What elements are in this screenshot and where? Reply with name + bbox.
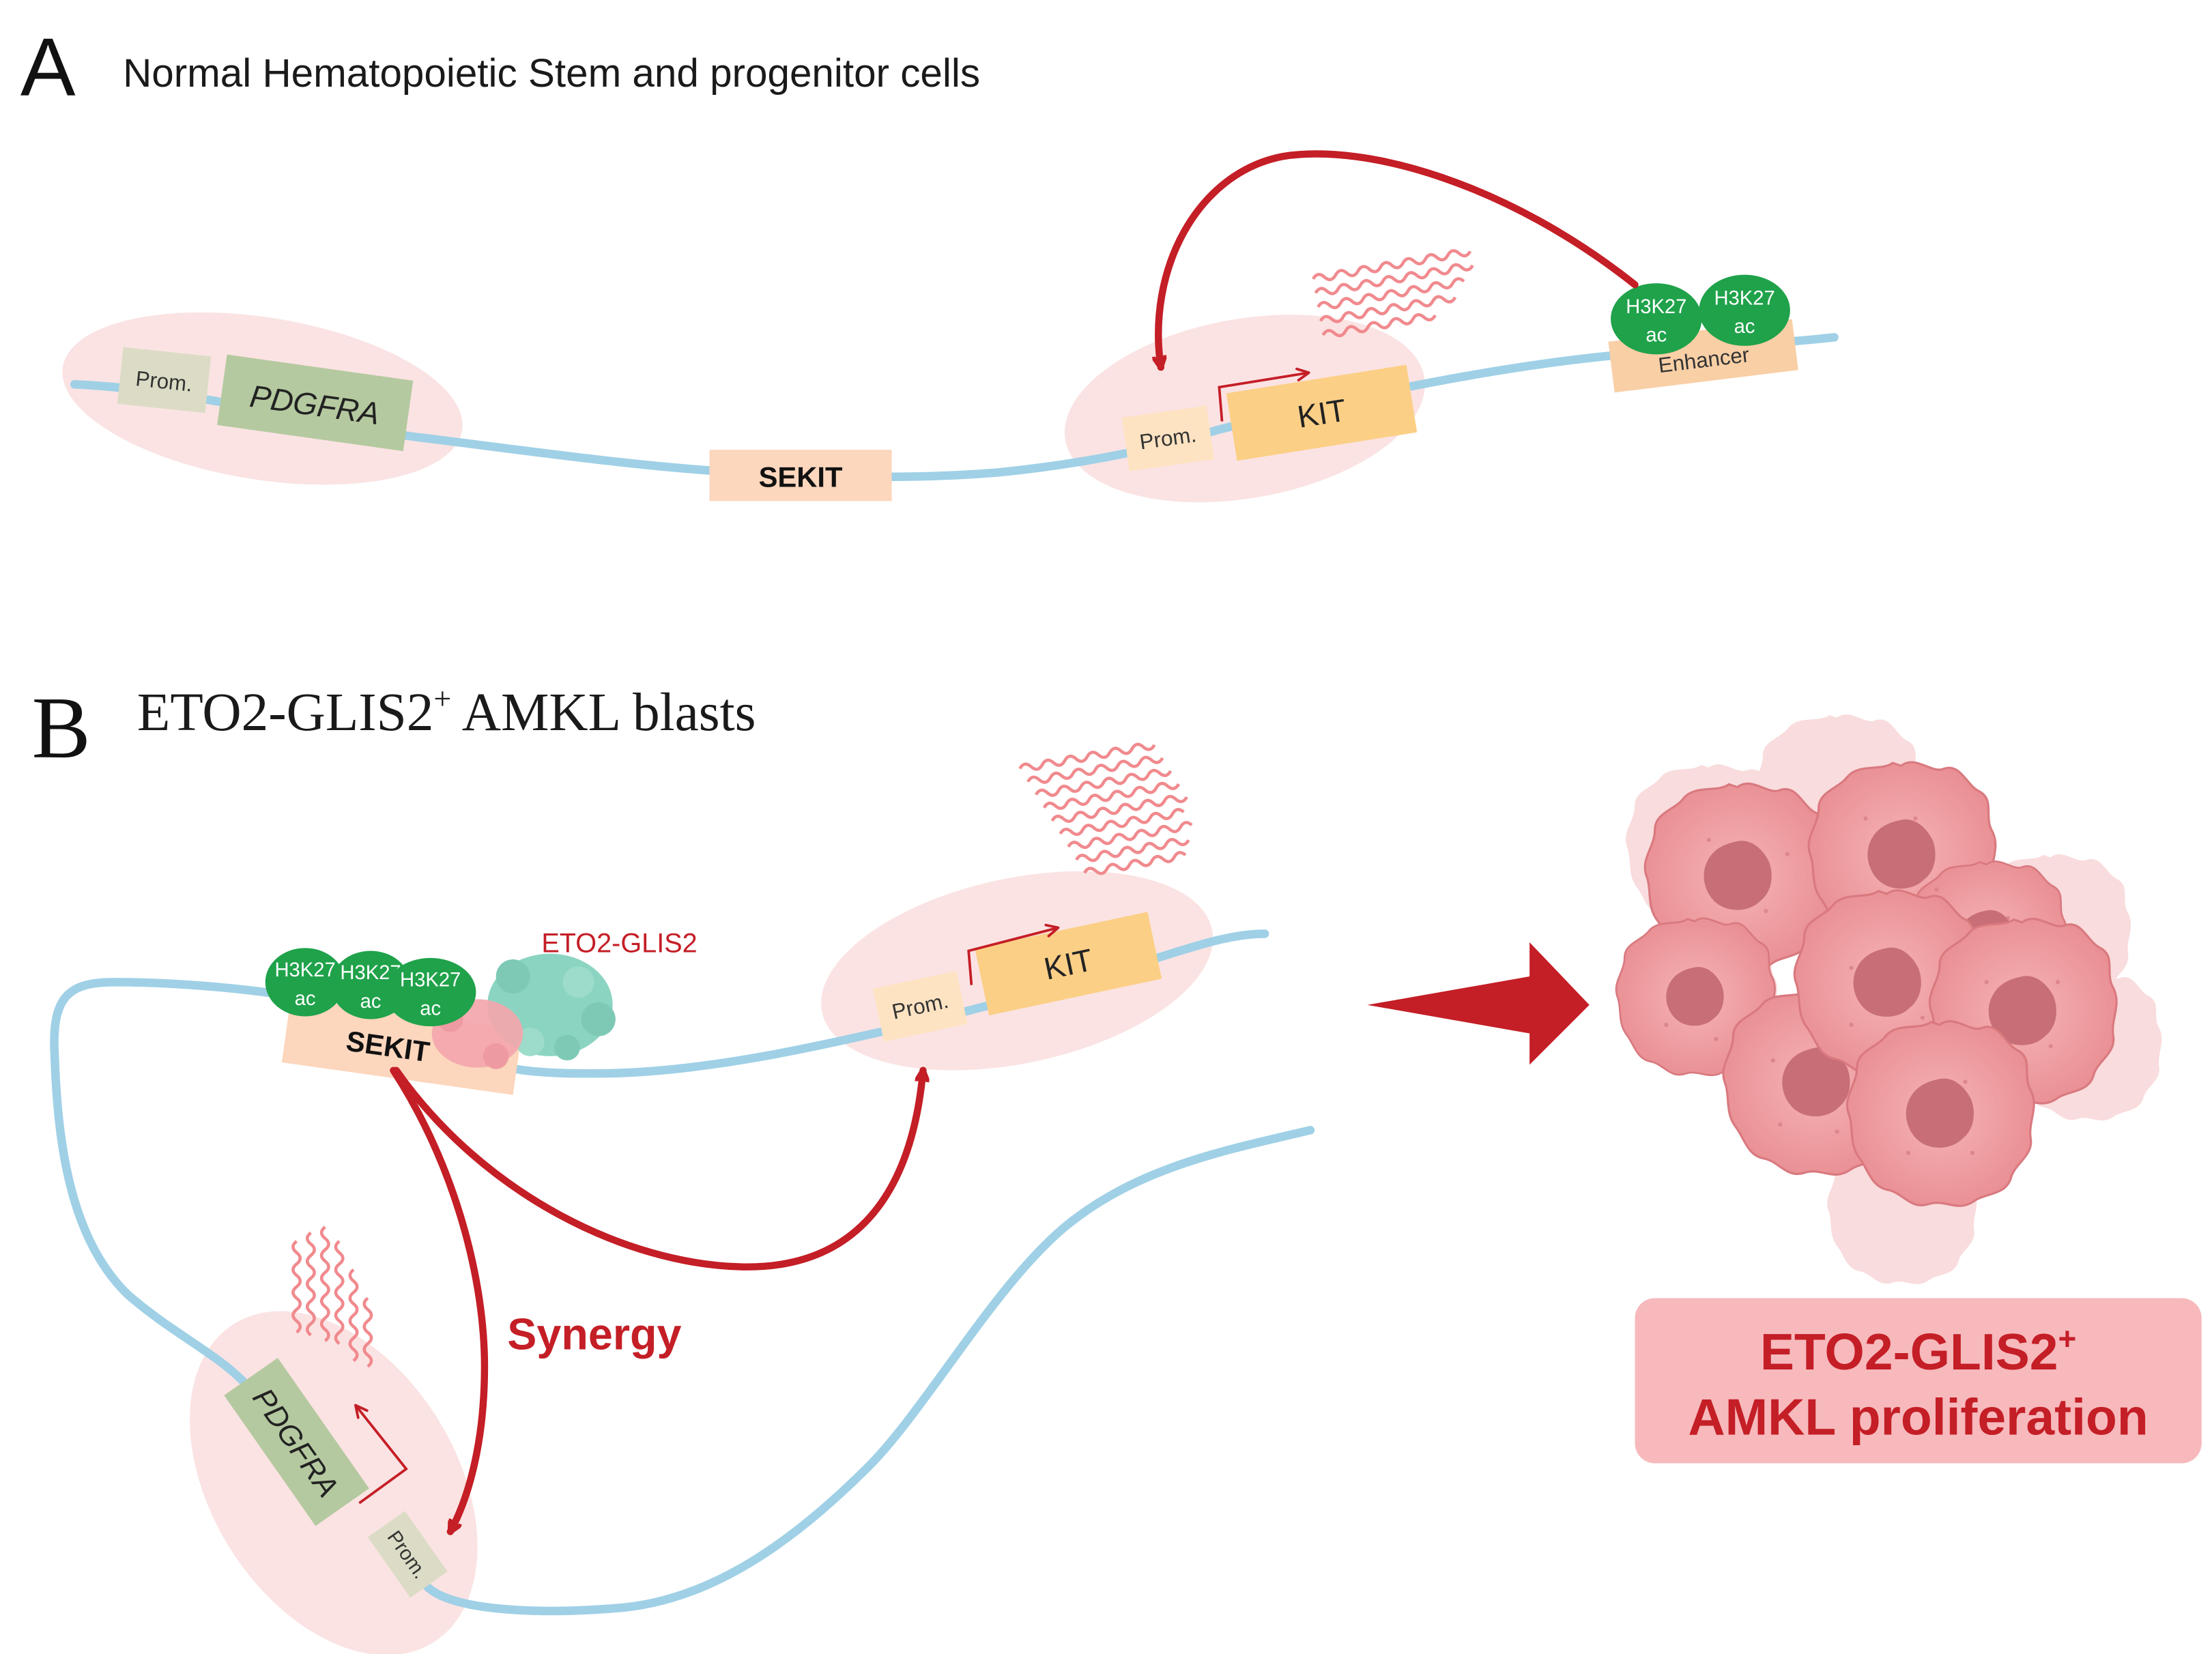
kit-promoter-a: Prom.: [1121, 405, 1214, 471]
kit-transcripts-b: [1018, 742, 1193, 875]
result-line-1: ETO2-GLIS2+: [1760, 1321, 2076, 1380]
pdgfra-tss-arrow-b: [354, 1404, 408, 1505]
result-line-2: AMKL proliferation: [1688, 1389, 2148, 1446]
result-box: [1635, 1298, 2202, 1464]
panel-a-title: Normal Hematopoietic Stem and progenitor…: [123, 51, 980, 96]
kit-tss-arrow-b: [967, 923, 1060, 985]
panel-b-letter: B: [32, 679, 91, 777]
enhancer-kit-loop-arrow: [1158, 150, 1639, 371]
pdgfra-promoter-b: Prom.: [367, 1511, 448, 1598]
svg-text:KIT: KIT: [1295, 392, 1349, 435]
panel-b-title: ETO2-GLIS2+ AMKL blasts: [137, 681, 756, 742]
svg-text:ac: ac: [1646, 325, 1667, 347]
svg-text:H3K27: H3K27: [1714, 287, 1775, 309]
panel-b-title-rest: AMKL blasts: [451, 682, 756, 742]
h3k27ac-mark-b3: H3K27 ac: [384, 957, 476, 1027]
pdgfra-promoter-a: Prom.: [117, 347, 212, 414]
svg-text:Prom.: Prom.: [134, 366, 194, 396]
svg-text:ac: ac: [360, 991, 382, 1013]
kit-tss-arrow-a: [1218, 367, 1310, 422]
panel-a-letter: A: [20, 20, 76, 113]
sekit-to-kit-arrow: [392, 1067, 923, 1271]
kit-gene-a: KIT: [1226, 364, 1418, 461]
svg-text:H3K27: H3K27: [274, 959, 335, 981]
pdgfra-gene-a: PDGFRA: [217, 354, 414, 452]
svg-text:H3K27: H3K27: [1626, 296, 1686, 318]
sekit-box-a: [709, 450, 892, 502]
amkl-cell-cluster: [1615, 714, 2162, 1284]
svg-text:H3K27: H3K27: [400, 970, 461, 991]
kit-promoter-b: Prom.: [872, 971, 968, 1042]
svg-text:ac: ac: [295, 988, 316, 1010]
synergy-label: Synergy: [507, 1309, 681, 1359]
eto2-glis2-label: ETO2-GLIS2: [541, 929, 697, 959]
h3k27ac-mark-a2: H3K27 ac: [1699, 274, 1790, 346]
kit-transcripts-a: [1312, 249, 1474, 338]
svg-text:ac: ac: [420, 998, 441, 1019]
eto2-glis2-protein: [431, 953, 616, 1069]
dna-strand-a: [70, 333, 1839, 482]
proliferation-arrow: [1367, 942, 1590, 1065]
h3k27ac-mark-a1: H3K27 ac: [1611, 283, 1702, 355]
result-line-1-main: ETO2-GLIS2: [1760, 1323, 2058, 1380]
panel-b-title-main: ETO2-GLIS2: [137, 682, 433, 742]
kit-gene-b: KIT: [975, 912, 1162, 1016]
sekit-to-pdgfra-arrow: [390, 1067, 489, 1535]
pdgfra-transcripts-b: [291, 1225, 373, 1368]
svg-text:ac: ac: [1734, 316, 1755, 338]
h3k27ac-mark-b1: H3K27 ac: [265, 948, 345, 1017]
panel-b-title-sup: +: [433, 681, 451, 716]
result-line-1-sup: +: [2058, 1321, 2077, 1356]
sekit-label-a: SEKIT: [759, 461, 843, 493]
